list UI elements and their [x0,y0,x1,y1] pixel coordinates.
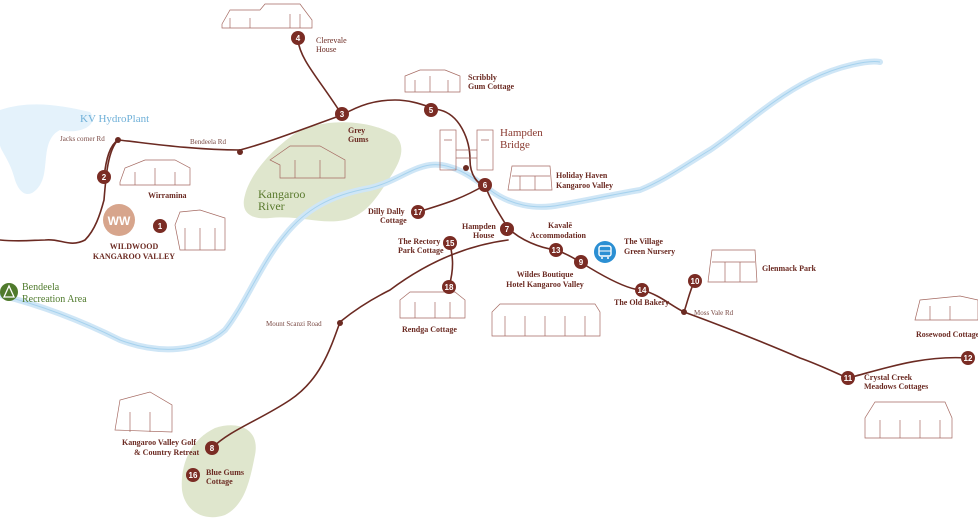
marker-14[interactable]: 14 [635,283,649,297]
marker-17[interactable]: 17 [411,205,425,219]
marker-6[interactable]: 6 [478,178,492,192]
svg-text:6: 6 [483,181,488,190]
bus-icon[interactable] [594,241,616,263]
bridge-tower-icon [439,129,494,171]
marker-10[interactable]: 10 [688,274,702,288]
road-dilly-dally [417,184,486,213]
label-hampden-house-1: Hampden [462,222,496,231]
label-rectory-2: Park Cottage [398,246,444,255]
marker-4[interactable]: 4 [291,31,305,45]
marker-8[interactable]: 8 [205,441,219,455]
junction-bendeela [237,149,243,155]
label-rosewood: Rosewood Cottage [916,330,978,339]
junction-mount-scanzi [337,320,343,326]
label-bendeela-1: Bendeela [22,282,60,293]
label-grey-gums-2: Gums [348,135,368,144]
junction-jacks-corner [115,137,121,143]
marker-15[interactable]: 15 [443,236,457,250]
junction-moss-vale [681,309,687,315]
kangaroo-river-edge [0,61,881,350]
road-label-jacks-corner: Jacks corner Rd [60,135,105,143]
label-holiday-haven-2: Kangaroo Valley [556,181,613,190]
svg-text:13: 13 [552,246,561,255]
svg-text:2: 2 [102,173,107,182]
label-clerevale-2: House [316,45,337,54]
label-hampden-bridge-1: Hampden [500,127,543,139]
svg-text:11: 11 [844,374,853,383]
svg-text:18: 18 [445,283,454,292]
park-blue-gums [181,425,256,518]
svg-text:14: 14 [638,286,647,295]
label-kavale-2: Accommodation [530,231,587,240]
label-hampden-bridge-2: Bridge [500,139,530,151]
svg-text:12: 12 [964,354,973,363]
label-village-green-1: The Village [624,237,663,246]
svg-text:9: 9 [579,258,584,267]
label-rectory-1: The Rectory [398,237,440,246]
hydro-water [0,104,93,195]
svg-text:1: 1 [158,222,163,231]
marker-5[interactable]: 5 [424,103,438,117]
label-blue-gums-2: Cottage [206,477,233,486]
marker-2[interactable]: 2 [97,170,111,184]
label-rendga: Rendga Cottage [402,325,457,334]
svg-text:17: 17 [414,208,423,217]
label-kangaroo-river-2: River [258,199,285,213]
marker-16[interactable]: 16 [186,468,200,482]
label-crystal-creek-2: Meadows Cottages [864,382,928,391]
svg-text:15: 15 [446,239,455,248]
marker-3[interactable]: 3 [335,107,349,121]
label-wildwood-1: WILDWOOD [110,242,159,251]
road-label-bendeela: Bendeela Rd [190,138,226,146]
svg-text:16: 16 [189,471,198,480]
road-label-moss-vale: Moss Vale Rd [694,309,734,317]
label-holiday-haven-1: Holiday Haven [556,171,608,180]
label-clerevale-1: Clerevale [316,36,347,45]
label-old-bakery: The Old Bakery [614,298,669,307]
marker-13[interactable]: 13 [549,243,563,257]
label-wildes-2: Hotel Kangaroo Valley [506,280,584,289]
marker-11[interactable]: 11 [841,371,855,385]
label-kangaroo-river-1: Kangaroo [258,187,305,201]
label-wildes-1: Wildes Boutique [517,270,574,279]
wildwood-logo: WW [103,204,135,236]
marker-18[interactable]: 18 [442,280,456,294]
label-golf-1: Kangaroo Valley Golf [122,438,196,447]
label-crystal-creek-1: Crystal Creek [864,373,913,382]
label-kv-hydroplant: KV HydroPlant [80,113,149,125]
label-wildwood-2: KANGAROO VALLEY [93,252,175,261]
label-kavale-1: Kavalē [548,221,572,230]
label-dilly-dally-2: Cottage [380,216,407,225]
label-hampden-house-2: House [473,231,495,240]
label-blue-gums-1: Blue Gums [206,468,244,477]
svg-text:10: 10 [691,277,700,286]
svg-text:WW: WW [108,214,131,228]
svg-text:5: 5 [429,106,434,115]
svg-text:3: 3 [340,110,345,119]
label-grey-gums-1: Grey [348,126,365,135]
label-dilly-dally-1: Dilly Dally [368,207,405,216]
marker-12[interactable]: 12 [961,351,975,365]
marker-7[interactable]: 7 [500,222,514,236]
park-grey-gums [243,122,402,222]
label-scribbly-1: Scribbly [468,73,497,82]
marker-1[interactable]: 1 [153,219,167,233]
svg-text:8: 8 [210,444,215,453]
label-wirramina: Wirramina [148,191,187,200]
svg-text:4: 4 [296,34,301,43]
label-golf-2: & Country Retreat [134,448,200,457]
junction-bridge [463,165,469,171]
park-triangle-icon [0,283,18,301]
label-bendeela-2: Recreation Area [22,294,87,305]
svg-text:7: 7 [505,225,510,234]
marker-9[interactable]: 9 [574,255,588,269]
road-label-mount-scanzi: Mount Scanzi Road [266,320,322,328]
road-clerevale [297,39,343,116]
label-scribbly-2: Gum Cottage [468,82,514,91]
label-village-green-2: Green Nursery [624,247,675,256]
building-sketch-icon [114,3,978,439]
road-mount-scanzi [211,239,509,449]
label-glenmack: Glenmack Park [762,264,817,273]
